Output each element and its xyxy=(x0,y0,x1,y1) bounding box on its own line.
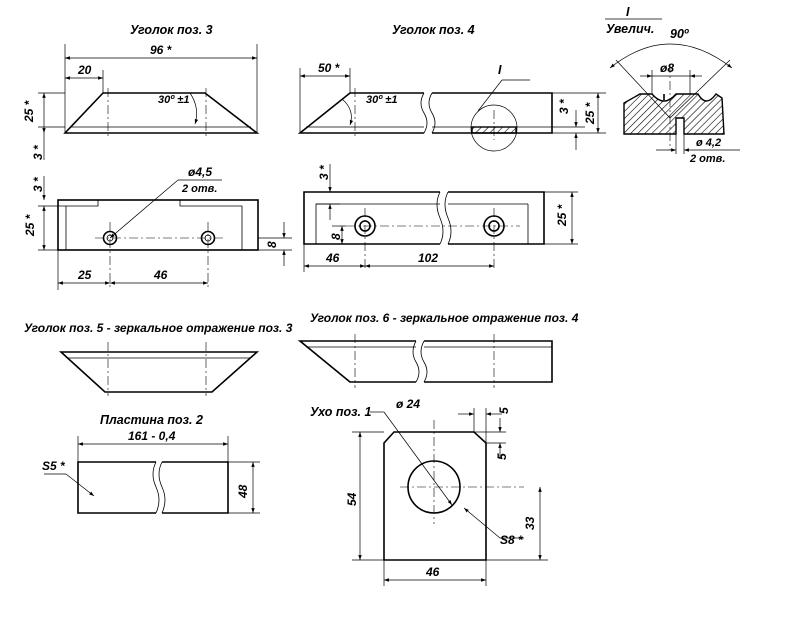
title-corner-5: Уголок поз. 5 - зеркальное отражение поз… xyxy=(24,321,293,335)
dim-ear-5b: 5 xyxy=(495,453,509,460)
dim-c3b-46: 46 xyxy=(153,268,168,282)
dim-ear-33: 33 xyxy=(523,516,537,530)
dim-c4-angle: 30º ±1 xyxy=(366,94,397,106)
dim-c4-25: 25 * xyxy=(583,101,597,125)
dim-c3-96: 96 * xyxy=(150,43,173,57)
ear-1-view: ø 24 5 5 54 33 S8 * 46 xyxy=(345,397,548,586)
dim-ear-46: 46 xyxy=(425,565,440,579)
dim-c3-hole: ø4,5 xyxy=(188,165,212,179)
dim-c3b-3: 3 * xyxy=(31,176,45,192)
dim-c3b-25: 25 * xyxy=(23,213,37,237)
detail-I-enlarged: 90º ø8 ø 4,2 2 отв. xyxy=(609,27,740,165)
title-plate-2: Пластина поз. 2 xyxy=(100,413,203,427)
corner-5-view xyxy=(58,342,260,396)
dim-c4-3: 3 * xyxy=(557,98,571,114)
dim-ear-54: 54 xyxy=(345,492,359,506)
title-detail-scale: Увелич. xyxy=(606,22,654,36)
corner-3-side-view: 96 * 20 30º ±1 25 * 3 * xyxy=(22,43,260,160)
title-corner-3: Уголок поз. 3 xyxy=(130,23,213,37)
dim-c4b-3: 3 * xyxy=(317,164,331,180)
corner-6-view xyxy=(297,334,553,388)
dim-c3-20: 20 xyxy=(77,63,92,77)
title-detail-mark: I xyxy=(626,5,630,19)
dim-ear-s8: S8 * xyxy=(500,533,524,547)
dim-c3-holes: 2 отв. xyxy=(181,183,217,195)
title-corner-4: Уголок поз. 4 xyxy=(392,23,475,37)
dim-c4b-102: 102 xyxy=(418,251,438,265)
dim-c4-I: I xyxy=(498,63,502,77)
dim-c4b-25: 25 * xyxy=(555,203,569,227)
dim-det-angle: 90º xyxy=(670,27,690,41)
dim-c3-25: 25 * xyxy=(22,99,36,123)
title-ear-1: Ухо поз. 1 xyxy=(310,405,371,419)
dim-c3-angle: 30º ±1 xyxy=(158,94,189,106)
dim-c3b-25h: 25 xyxy=(77,268,92,282)
dim-c4-50: 50 * xyxy=(318,61,341,75)
dim-pl-s: S5 * xyxy=(42,459,66,473)
dim-c3-3: 3 * xyxy=(31,144,45,160)
dim-c4b-46: 46 xyxy=(325,251,340,265)
title-corner-6: Уголок поз. 6 - зеркальное отражение поз… xyxy=(310,311,579,325)
corner-3-top-view: ø4,5 2 отв. 3 * 25 * 8 25 46 xyxy=(23,165,292,290)
dim-ear-d24: ø 24 xyxy=(396,397,420,411)
dim-c3b-8: 8 xyxy=(265,241,279,248)
dim-det-d8: ø8 xyxy=(660,61,674,75)
dim-ear-5a: 5 xyxy=(497,407,511,414)
dim-pl-48: 48 xyxy=(236,484,250,499)
corner-4-top-view: 3 * 8 25 * 46 102 xyxy=(303,164,578,272)
dim-det-holes: 2 отв. xyxy=(689,153,725,165)
dim-det-d42: ø 4,2 xyxy=(696,137,721,149)
plate-2-view: 161 - 0,4 S5 * 48 xyxy=(42,429,260,514)
dim-pl-len: 161 - 0,4 xyxy=(128,429,176,443)
dim-c4b-8: 8 xyxy=(329,233,343,240)
corner-4-side-view: I 50 * 30º ±1 3 * 25 * xyxy=(297,61,606,152)
